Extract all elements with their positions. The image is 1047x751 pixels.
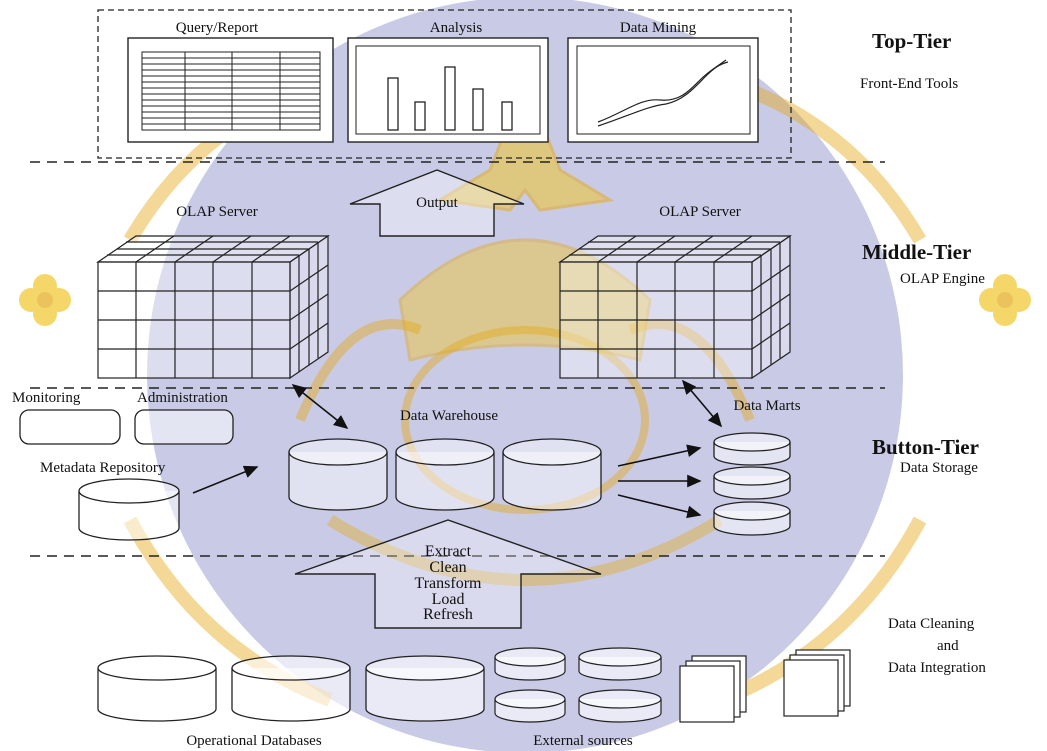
watermark-flower-left [19,274,71,326]
olap-server-right-label: OLAP Server [659,204,741,220]
data-mart-cylinder [714,433,790,465]
etl-step: Extract [425,543,472,560]
external-source-cylinder [579,690,661,722]
cleaning-line-3: Data Integration [888,660,986,676]
external-source-cylinder [579,648,661,680]
bottom-tier-subtitle: Data Storage [900,460,978,476]
data-marts-label: Data Marts [733,398,800,414]
query-report-panel [128,38,333,142]
etl-step: Refresh [423,606,473,623]
warehouse-cylinder [503,439,601,510]
warehouse-cylinder [396,439,494,510]
front-end-tools: Query/Report Analysis Data Mining [98,10,791,158]
data-mining-label: Data Mining [620,20,697,36]
data-mart-cylinder [714,467,790,499]
query-report-label: Query/Report [176,20,259,36]
analysis-label: Analysis [430,20,483,36]
operational-database-cylinder [232,656,350,721]
external-source-cylinder [495,690,565,722]
metadata-repository-label: Metadata Repository [40,460,166,476]
operational-database-cylinders [98,656,484,721]
operational-database-cylinder [98,656,216,721]
middle-tier-title: Middle-Tier [862,240,971,264]
data-mining-panel [568,38,758,142]
document-stack-icon [680,656,746,722]
data-warehouse-cylinders [289,439,601,510]
operational-databases-label: Operational Databases [186,733,322,749]
external-source-cylinder [495,648,565,680]
monitoring-label: Monitoring [12,390,81,406]
administration-box [135,410,233,444]
monitoring-box [20,410,120,444]
data-mart-cylinder [714,502,790,535]
watermark-flower-right [979,274,1031,326]
etl-step: Transform [415,575,483,592]
external-sources-label: External sources [533,733,633,749]
top-tier-subtitle: Front-End Tools [860,76,958,92]
cleaning-line-2: and [937,638,959,654]
top-tier-title: Top-Tier [872,29,951,53]
olap-cube-left [98,236,328,378]
output-label: Output [416,195,459,211]
warehouse-cylinder [289,439,387,510]
operational-database-cylinder [366,656,484,721]
data-warehouse-label: Data Warehouse [400,408,498,424]
middle-tier-subtitle: OLAP Engine [900,271,985,287]
cleaning-line-1: Data Cleaning [888,616,975,632]
data-mart-cylinders [714,433,790,535]
olap-server-left-label: OLAP Server [176,204,258,220]
metadata-repository-cylinder [79,479,179,540]
document-stack-icon [784,650,850,716]
bottom-tier-title: Button-Tier [872,435,979,459]
olap-cube-right [560,236,790,378]
administration-label: Administration [137,390,228,406]
etl-step: Clean [429,559,466,576]
